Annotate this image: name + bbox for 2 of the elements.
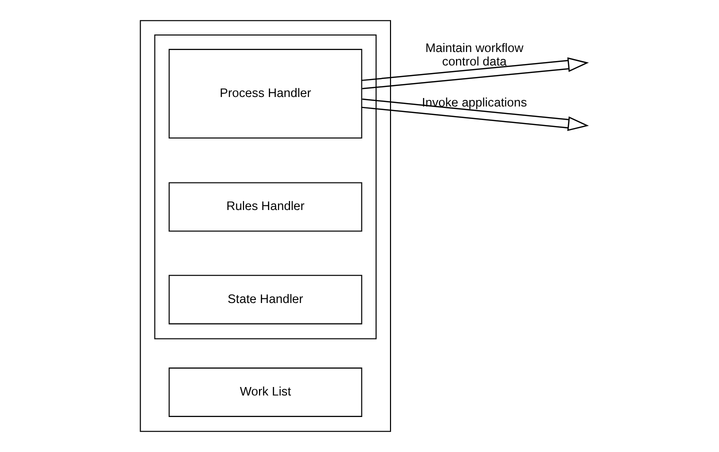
- edge-label: Maintain workflow control data: [424, 41, 523, 69]
- edge-label: Invoke applications: [421, 96, 526, 110]
